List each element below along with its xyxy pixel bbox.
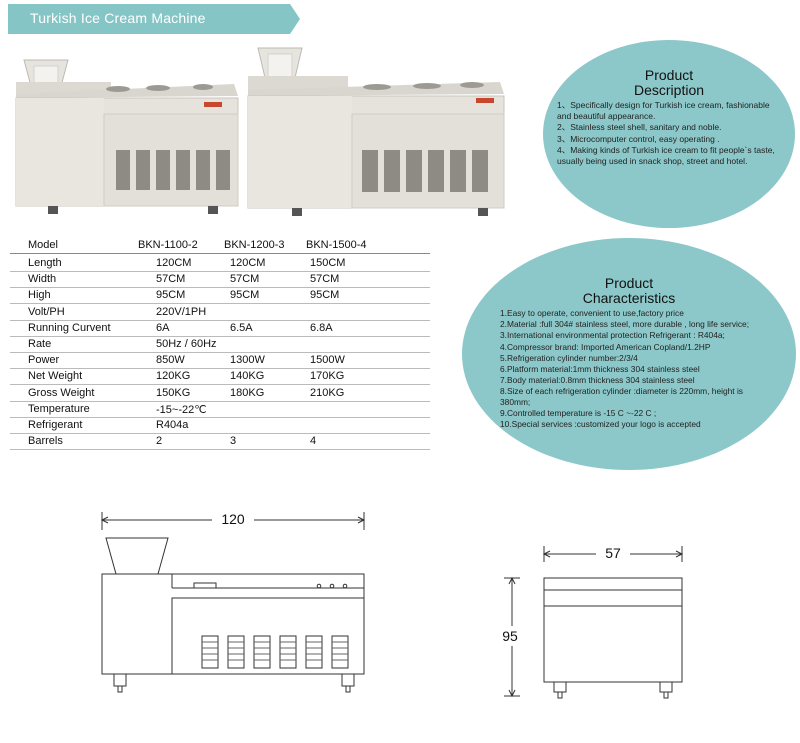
front-width-label: 120: [221, 511, 245, 527]
table-cell: 6.8A: [310, 321, 333, 334]
header-cell: BKN-1500-4: [306, 239, 367, 251]
list-item: 7.Body material:0.8mm thickness 304 stai…: [500, 375, 695, 386]
row-label: Width: [28, 273, 57, 286]
product-characteristics-circle: Product Characteristics 1.Easy to operat…: [462, 238, 796, 470]
list-item: 5.Refrigeration cylinder number:2/3/4: [500, 352, 638, 363]
table-row: Net Weight 120KG 140KG 170KG: [10, 368, 430, 386]
table-row: Volt/PH 220V/1PH: [10, 304, 430, 321]
row-label: Length: [28, 257, 62, 269]
table-cell: 50Hz / 60Hz: [156, 338, 217, 350]
row-label: Refrigerant: [28, 419, 83, 431]
table-cell: 140KG: [230, 370, 265, 383]
list-item: 3.International environmental protection…: [500, 330, 725, 341]
row-label: High: [28, 289, 51, 302]
list-item: 3、Microcomputer control, easy operating …: [557, 133, 720, 144]
row-label: Temperature: [28, 402, 90, 415]
table-row: Barrels 2 3 4: [10, 433, 430, 451]
table-cell: 95CM: [156, 289, 186, 302]
title-line-2: Description: [633, 82, 705, 98]
title-line-2: Characteristics: [582, 290, 676, 306]
table-cell: 95CM: [230, 289, 260, 302]
table-cell: 1300W: [230, 354, 265, 367]
table-cell: 120CM: [156, 257, 192, 269]
product-description-circle: Product Description 1、Specifically desig…: [543, 40, 795, 228]
table-row: Refrigerant R404a: [10, 417, 430, 434]
list-item: 8.Size of each refrigeration cylinder :d…: [500, 386, 743, 407]
table-cell: 850W: [156, 354, 185, 367]
product-characteristics-title: Product Characteristics: [462, 276, 796, 306]
table-row: Gross Weight 150KG 180KG 210KG: [10, 385, 430, 402]
table-cell: 6.5A: [230, 321, 253, 334]
row-label: Barrels: [28, 435, 63, 448]
table-row: High 95CM 95CM 95CM: [10, 287, 430, 305]
table-row: Temperature -15~-22℃: [10, 401, 430, 418]
table-cell: 220V/1PH: [156, 305, 207, 318]
table-cell: 2: [156, 435, 163, 448]
table-cell: -15~-22℃: [156, 403, 207, 416]
table-cell: 120KG: [156, 370, 191, 383]
table-cell: 57CM: [230, 273, 260, 286]
list-item: 4.Compressor brand: Imported American Co…: [500, 341, 711, 352]
row-label: Gross Weight: [28, 386, 95, 399]
table-row: Running Curvent 6A 6.5A 6.8A: [10, 320, 430, 337]
front-view-drawing: 120: [100, 511, 366, 693]
table-row: Width 57CM 57CM 57CM: [10, 271, 430, 289]
row-label: Rate: [28, 338, 52, 350]
row-label: Power: [28, 354, 60, 367]
row-label: Net Weight: [28, 370, 83, 383]
table-cell: 57CM: [310, 273, 340, 286]
header-cell: BKN-1100-2: [138, 239, 198, 251]
table-cell: 210KG: [310, 386, 345, 399]
product-description-list: 1、Specifically design for Turkish ice cr…: [557, 100, 779, 167]
table-row: Rate 50Hz / 60Hz: [10, 336, 430, 353]
side-height-label: 95: [502, 628, 518, 644]
table-cell: 170KG: [310, 370, 345, 383]
table-cell: 150KG: [156, 386, 191, 399]
list-item: 10.Special services :customized your log…: [500, 419, 701, 430]
table-row: Power 850W 1300W 1500W: [10, 352, 430, 370]
table-header-row: Model BKN-1100-2 BKN-1200-3 BKN-1500-4: [10, 237, 430, 254]
table-row: Length 120CM 120CM 150CM: [10, 255, 430, 272]
table-cell: 1500W: [310, 354, 345, 367]
row-label: Volt/PH: [28, 305, 65, 318]
table-cell: 57CM: [156, 273, 186, 286]
header-banner: [8, 4, 300, 34]
table-cell: 95CM: [310, 289, 340, 302]
side-width-label: 57: [605, 545, 621, 561]
table-cell: 3: [230, 435, 237, 448]
header-cell: BKN-1200-3: [224, 239, 285, 251]
list-item: 6.Platform material:1mm thickness 304 st…: [500, 364, 700, 375]
product-characteristics-list: 1.Easy to operate, convenient to use,fac…: [500, 308, 768, 430]
title-line-1: Product: [644, 67, 694, 83]
list-item: 9.Controlled temperature is -15 C ~-22 C…: [500, 407, 657, 418]
table-cell: 4: [310, 435, 317, 448]
header-cell: Model: [28, 239, 58, 251]
list-item: 2.Material :full 304# stainless steel, m…: [500, 319, 750, 330]
list-item: 1.Easy to operate, convenient to use,fac…: [500, 308, 684, 318]
table-cell: 150CM: [310, 257, 346, 269]
table-cell: 180KG: [230, 386, 265, 399]
page-title: Turkish Ice Cream Machine: [30, 10, 206, 26]
table-cell: 120CM: [230, 257, 266, 269]
machine-photo-3-barrel: [247, 47, 505, 216]
product-description-title: Product Description: [543, 68, 795, 98]
list-item: 4、Making kinds of Turkish ice cream to f…: [557, 145, 775, 166]
machine-photo-2-barrel: [15, 59, 239, 214]
table-cell: 6A: [156, 321, 170, 334]
side-view-drawing: 57 95: [502, 545, 684, 699]
list-item: 1、Specifically design for Turkish ice cr…: [557, 100, 770, 121]
row-label: Running Curvent: [28, 321, 111, 334]
list-item: 2、Stainless steel shell, sanitary and no…: [557, 122, 722, 132]
table-cell: R404a: [156, 419, 189, 431]
title-line-1: Product: [604, 275, 654, 291]
